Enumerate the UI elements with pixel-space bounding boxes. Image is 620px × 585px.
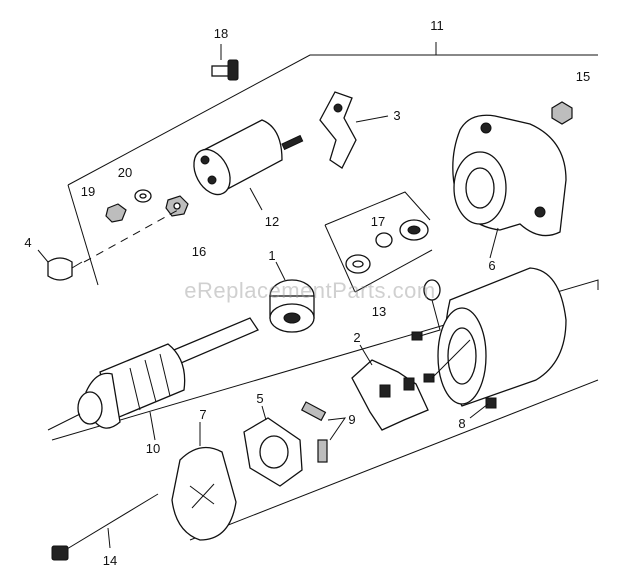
callout-7: 7 (199, 407, 206, 422)
callout-3: 3 (393, 108, 400, 123)
bolt-18 (211, 44, 239, 81)
field-frame-yoke (411, 267, 567, 419)
assembly-guide-dashed (83, 209, 179, 263)
callout-8: 8 (458, 416, 465, 431)
nut-19 (105, 203, 127, 223)
brush-holder-2 (351, 344, 429, 431)
callout-19: 19 (81, 184, 95, 199)
end-frame-7 (171, 422, 237, 541)
callout-15: 15 (576, 69, 590, 84)
brush-plate-5 (243, 405, 303, 487)
callout-2: 2 (353, 330, 360, 345)
nut-16 (165, 195, 189, 217)
callout-5: 5 (256, 391, 263, 406)
drive-housing-6 (452, 114, 567, 259)
callout-9: 9 (348, 412, 355, 427)
callout-16: 16 (192, 244, 206, 259)
callout-labels: 11 18 15 3 20 19 12 17 4 16 1 6 13 2 5 7… (24, 18, 590, 568)
callout-4: 4 (24, 235, 31, 250)
callout-20: 20 (118, 165, 132, 180)
nut-15 (551, 101, 573, 125)
callout-1: 1 (268, 248, 275, 263)
callout-17: 17 (371, 214, 385, 229)
callout-11: 11 (430, 18, 444, 33)
through-bolt-14 (51, 493, 159, 561)
assembly-bracket-lines (51, 42, 599, 541)
snap-ring-17 (375, 232, 393, 248)
callout-14: 14 (103, 553, 117, 568)
callout-6: 6 (488, 258, 495, 273)
callout-10: 10 (146, 441, 160, 456)
solenoid-12 (193, 119, 304, 211)
shift-lever-3 (319, 91, 389, 169)
springs-9 (300, 401, 347, 463)
washer-20 (134, 189, 152, 203)
callout-18: 18 (214, 26, 228, 41)
pinion-stop-13 (345, 219, 429, 274)
callout-13: 13 (372, 304, 386, 319)
armature-10 (47, 317, 259, 441)
callout-12: 12 (265, 214, 279, 229)
cap-4 (37, 249, 83, 281)
pinion-clutch-1 (269, 261, 315, 333)
